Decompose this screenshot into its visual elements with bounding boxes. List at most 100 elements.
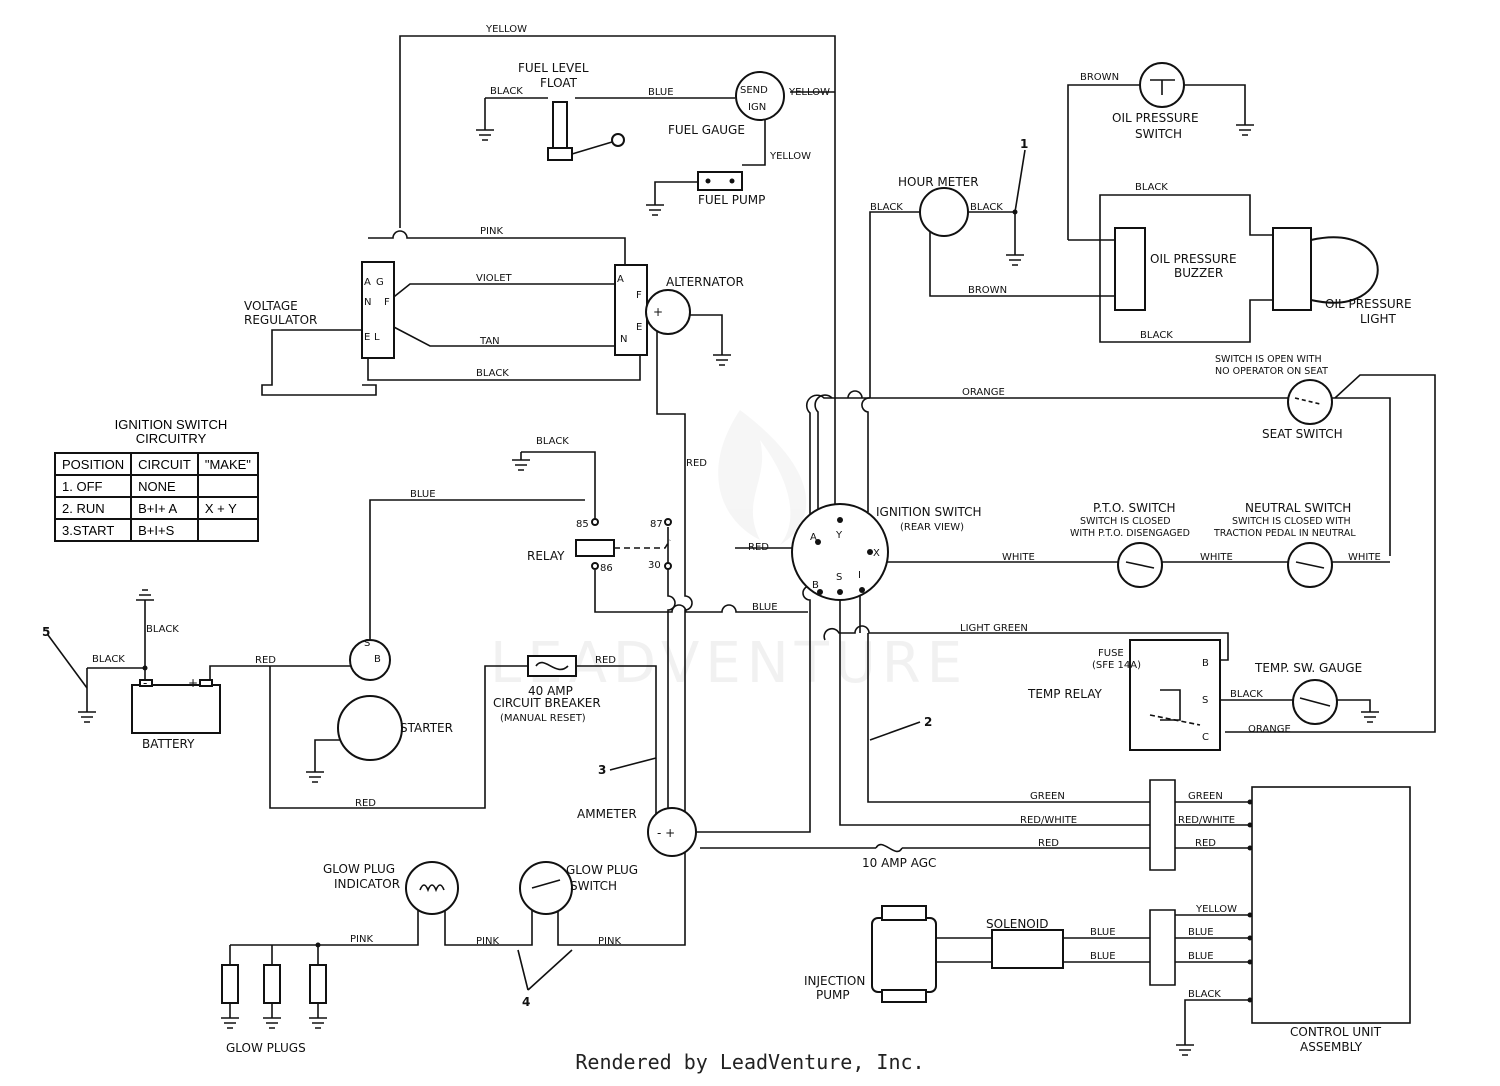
ammeter: [647, 807, 697, 857]
wire-black-bat-top: BLACK: [146, 624, 179, 635]
ignition-switch-label: IGNITION SWITCH: [876, 505, 982, 519]
wire-red-ign: RED: [748, 542, 769, 553]
glow-plug-indicator-label-2: INDICATOR: [334, 877, 400, 891]
table-row: 2. RUN B+I+ A X + Y: [53, 496, 259, 520]
seat-switch: [1287, 379, 1333, 425]
seat-switch-label: SEAT SWITCH: [1262, 427, 1343, 441]
labels: FUEL LEVEL FLOAT FUEL GAUGE SEND IGN FUE…: [142, 61, 1412, 1055]
fuel-level-float-label-2: FLOAT: [540, 76, 578, 90]
ignition-table-header: POSITION CIRCUIT "MAKE": [53, 452, 259, 476]
wires: [86, 35, 1436, 1045]
fuel-pump-label: FUEL PUMP: [698, 193, 765, 207]
manual-reset-label: (MANUAL RESET): [500, 713, 586, 724]
pto-note-2: WITH P.T.O. DISENGAGED: [1070, 528, 1190, 539]
alternator: [645, 289, 691, 335]
battery-minus: -: [143, 676, 147, 690]
wire-pink-gp-2: PINK: [476, 936, 499, 947]
wire-black-relay: BLACK: [536, 436, 569, 447]
voltage-regulator-label-1: VOLTAGE: [244, 299, 298, 313]
wire-pink-gp-1: PINK: [350, 934, 373, 945]
pto-switch-label: P.T.O. SWITCH: [1093, 501, 1176, 515]
wire-blue-gauge: BLUE: [648, 87, 674, 98]
glow-plug-switch: [519, 861, 573, 915]
callouts: 1 2 3 4 5: [42, 137, 1028, 1009]
fuel-gauge-label: FUEL GAUGE: [668, 123, 745, 137]
neutral-note-2: TRACTION PEDAL IN NEUTRAL: [1213, 528, 1356, 539]
send-label: SEND: [740, 85, 768, 96]
wire-red-cu-l: RED: [1038, 838, 1059, 849]
ign-term-a: A: [810, 532, 817, 543]
control-unit-label-1: CONTROL UNIT: [1290, 1025, 1382, 1039]
cell: B+I+ A: [130, 496, 199, 520]
wire-green-r: GREEN: [1188, 791, 1223, 802]
wire-yellow-top: YELLOW: [485, 24, 527, 35]
alt-plus: +: [653, 305, 663, 319]
wire-yellow-gauge: YELLOW: [788, 87, 830, 98]
wire-orange: ORANGE: [962, 387, 1005, 398]
alternator-label: ALTERNATOR: [666, 275, 744, 289]
hour-meter-label: HOUR METER: [898, 175, 979, 189]
wire-blue-starter: BLUE: [410, 489, 436, 500]
circuit-breaker-label-2: CIRCUIT BREAKER: [493, 696, 601, 710]
starter-label: STARTER: [400, 721, 453, 735]
wire-black-temp: BLACK: [1230, 689, 1263, 700]
callout-leaders: [47, 149, 1026, 991]
fuel-level-float-label-1: FUEL LEVEL: [518, 61, 589, 75]
table-row: 1. OFF NONE: [53, 474, 259, 498]
wire-brown-ops: BROWN: [1080, 72, 1119, 83]
relay-85: 85: [576, 519, 589, 530]
wire-black-buzzer-bot: BLACK: [1140, 330, 1173, 341]
neutral-switch: [1287, 542, 1333, 588]
circuit-breaker: [527, 655, 577, 677]
injection-pump-label-1: INJECTION: [804, 974, 865, 988]
battery-plus: +: [188, 676, 198, 690]
glow-plug-indicator-label-1: GLOW PLUG: [323, 862, 395, 876]
voltage-regulator: [261, 261, 395, 396]
wire-white-3: WHITE: [1348, 552, 1381, 563]
starter-s: S: [364, 638, 370, 649]
reg-term-e: E: [364, 332, 370, 343]
cell: 2. RUN: [53, 496, 133, 520]
wire-yellow-pump: YELLOW: [769, 151, 811, 162]
wire-labels: YELLOW BLACK BLUE YELLOW YELLOW PINK VIO…: [92, 24, 1381, 1000]
wire-blue-sol-1: BLUE: [1090, 927, 1116, 938]
wire-tan: TAN: [479, 336, 500, 347]
battery-label: BATTERY: [142, 737, 195, 751]
rear-view-label: (REAR VIEW): [900, 522, 964, 533]
pto-note-1: SWITCH IS CLOSED: [1080, 516, 1171, 527]
reg-term-f: F: [384, 297, 390, 308]
glow-plugs-label: GLOW PLUGS: [226, 1041, 306, 1055]
neutral-switch-label: NEUTRAL SWITCH: [1245, 501, 1351, 515]
ign-term-s: S: [836, 572, 842, 583]
wire-blue-cu-1: BLUE: [1188, 927, 1214, 938]
wire-black-float: BLACK: [490, 86, 523, 97]
wire-black-hm-r: BLACK: [970, 202, 1003, 213]
callout-3: 3: [598, 763, 606, 777]
cell: [196, 518, 259, 542]
wire-red-breaker: RED: [595, 655, 616, 666]
wire-black-bat: BLACK: [92, 654, 125, 665]
wire-violet: VIOLET: [476, 273, 513, 284]
temp-relay-s: S: [1202, 695, 1208, 706]
injection-pump: [871, 905, 937, 1003]
callout-4: 4: [522, 995, 530, 1009]
callout-1: 1: [1020, 137, 1028, 151]
starter-b: B: [374, 654, 381, 665]
wire-orange-temp: ORANGE: [1248, 724, 1291, 735]
oil-pressure-switch-label-1: OIL PRESSURE: [1112, 111, 1199, 125]
wire-pink-gp-3: PINK: [598, 936, 621, 947]
temp-relay: [1129, 639, 1221, 751]
starter: [337, 639, 403, 761]
col-make: "MAKE": [196, 452, 259, 476]
wire-blue-ign: BLUE: [752, 602, 778, 613]
footer-credit: Rendered by LeadVenture, Inc.: [575, 1050, 925, 1074]
solenoid: [991, 929, 1064, 969]
wire-redwhite-l: RED/WHITE: [1020, 815, 1077, 826]
wire-red-loop: RED: [355, 798, 376, 809]
wire-black-buzzer-top: BLACK: [1135, 182, 1168, 193]
relay-87: 87: [650, 519, 663, 530]
col-circuit: CIRCUIT: [130, 452, 199, 476]
reg-term-g: G: [376, 277, 384, 288]
wire-white-1: WHITE: [1002, 552, 1035, 563]
